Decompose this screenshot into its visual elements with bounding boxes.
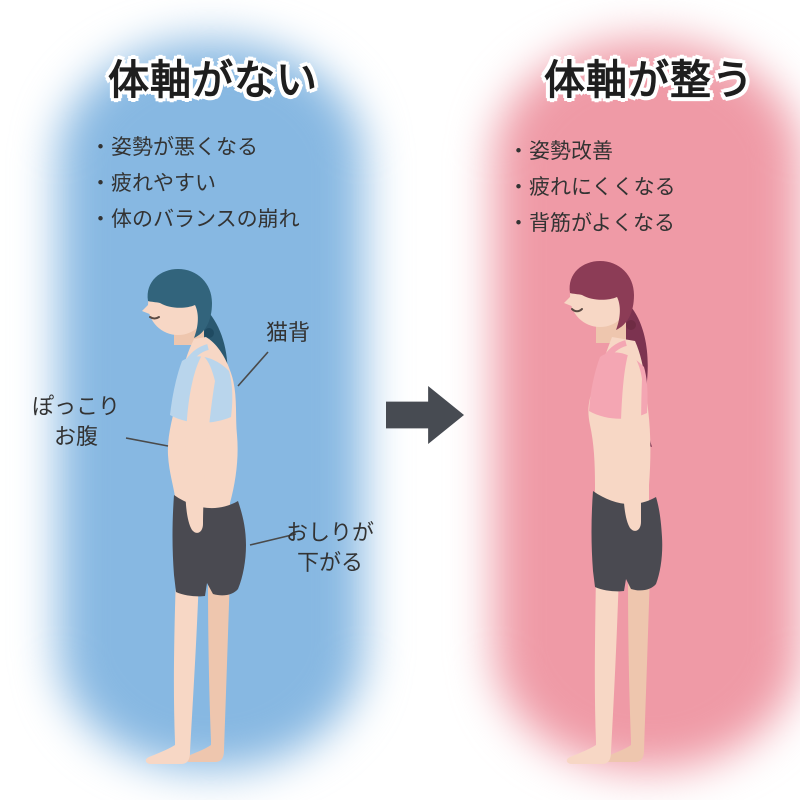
pot-belly-label-line2: お腹 <box>53 424 98 449</box>
right-bullet-list: ・姿勢改善 ・疲れにくくなる ・背筋がよくなる <box>508 134 676 242</box>
left-bullet-3: ・体のバランスの崩れ <box>90 208 300 231</box>
sagging-hips-label: おしりが 下がる <box>278 518 382 578</box>
arm <box>620 351 642 531</box>
front-leg <box>145 575 199 764</box>
hair <box>147 269 212 338</box>
hair-tie <box>626 320 636 330</box>
hair <box>569 261 634 330</box>
nose <box>142 303 152 315</box>
shorts <box>591 491 663 592</box>
sagging-hips-label-line1: おしりが <box>285 520 374 545</box>
top-strap <box>183 344 209 367</box>
top-strap <box>601 340 627 363</box>
left-bullet-1: ・姿勢が悪くなる <box>90 136 258 159</box>
arm <box>184 355 215 533</box>
left-bullet-2: ・疲れやすい <box>90 172 216 195</box>
upright-woman-illustration <box>564 261 663 764</box>
right-bullet-1: ・姿勢改善 <box>508 140 613 163</box>
far-leg <box>605 573 650 762</box>
sagging-hips-label-line2: 下がる <box>296 550 363 575</box>
front-leg <box>566 573 619 764</box>
mouth <box>571 308 583 313</box>
mouth <box>149 316 160 320</box>
slouched-woman-illustration <box>142 269 246 764</box>
right-bullet-2: ・疲れにくくなる <box>508 176 676 199</box>
left-bullet-list: ・姿勢が悪くなる ・疲れやすい ・体のバランスの崩れ <box>90 130 300 238</box>
left-panel-title: 体軸がない <box>108 57 318 103</box>
right-bullet-3: ・背筋がよくなる <box>508 212 675 235</box>
nose <box>564 295 574 307</box>
right-arrow-icon <box>386 386 464 444</box>
far-leg <box>185 575 230 762</box>
hunched-back-label: 猫背 <box>266 320 311 345</box>
hair-tie <box>204 328 214 338</box>
pot-belly-label-line1: ぽっこり <box>31 394 120 419</box>
pot-belly-label: ぽっこり お腹 <box>24 392 128 452</box>
right-panel-title: 体軸が整う <box>544 57 754 103</box>
shorts <box>172 495 246 597</box>
